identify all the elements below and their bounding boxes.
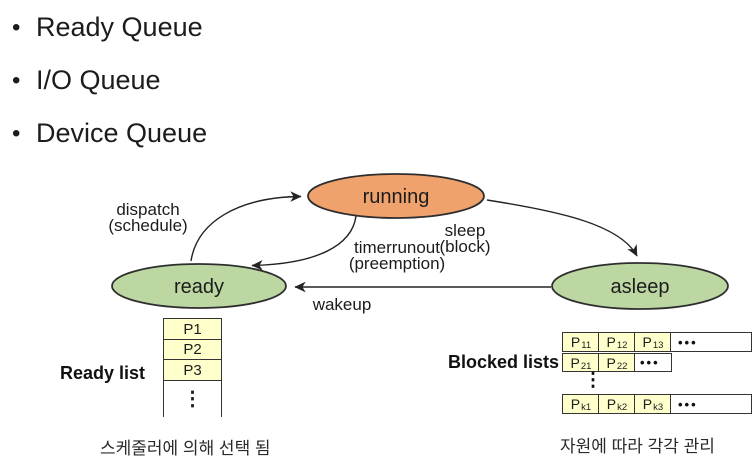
cell-sub: 11 — [581, 340, 592, 351]
cell-sub: k2 — [617, 402, 628, 413]
cell-p: P — [606, 396, 617, 412]
bullet-item-io-queue: • I/O Queue — [12, 54, 207, 107]
ready-list: P1 P2 P3 ⋮ — [163, 318, 222, 417]
bullet-item-device-queue: • Device Queue — [12, 107, 207, 160]
sleep-label: sleep (block) — [415, 221, 515, 256]
asleep-state-label: asleep — [611, 276, 670, 298]
blocked-lists-caption: 자원에 따라 각각 관리 — [560, 437, 715, 456]
sleep-label-line2: (block) — [439, 237, 491, 256]
ready-state-label: ready — [174, 276, 224, 298]
cell-sub: 13 — [652, 340, 664, 351]
running-state-label: running — [363, 186, 430, 208]
running-state — [307, 173, 485, 219]
cell-sub: k3 — [653, 402, 664, 413]
ready-list-cell-p3: P3 — [163, 359, 222, 382]
ready-list-cell-p1: P1 — [163, 318, 222, 340]
bullet-list: • Ready Queue • I/O Queue • Device Queue — [12, 1, 207, 160]
bullet-marker: • — [12, 119, 21, 147]
cell-p: P — [606, 334, 616, 350]
wakeup-label: wakeup — [292, 295, 392, 314]
blocked-row3-ellipsis: ••• — [678, 396, 698, 412]
dispatch-label: dispatch (schedule) — [88, 200, 208, 235]
timerrunout-label-line1: timerrunout — [354, 238, 440, 257]
cell-sub: k1 — [581, 402, 592, 413]
timerrunout-label-line2: (preemption) — [348, 254, 446, 273]
bullet-marker: • — [12, 66, 21, 94]
ready-list-caption: 스케줄러에 의해 선택 됨 — [100, 439, 271, 458]
cell-p: P — [606, 354, 616, 371]
sleep-arrow — [486, 199, 638, 257]
cell-p: P — [570, 396, 581, 412]
ready-state — [111, 263, 287, 309]
asleep-state — [551, 262, 729, 310]
ready-list-ellipsis: ⋮ — [163, 379, 222, 417]
bullet-item-ready-queue: • Ready Queue — [12, 1, 207, 54]
bullet-label: Device Queue — [36, 118, 208, 148]
wakeup-label-line1: wakeup — [312, 295, 372, 314]
cell-p: P — [570, 334, 581, 350]
cell-sub: 12 — [616, 340, 628, 351]
timerrunout-label: timerrunout (preemption) — [337, 238, 457, 273]
cell-sub: 22 — [616, 360, 628, 372]
bullet-marker: • — [12, 13, 21, 41]
cell-sub: 21 — [580, 360, 592, 372]
dispatch-label-line1: dispatch — [116, 200, 180, 219]
cell-p: P — [642, 396, 653, 412]
timerrunout-arrow — [251, 215, 357, 271]
sleep-label-line1: sleep — [444, 221, 486, 240]
bullet-label: Ready Queue — [36, 12, 203, 42]
dispatch-label-line2: (schedule) — [108, 216, 188, 235]
ready-list-title: Ready list — [60, 363, 146, 383]
blocked-lists-vertical-ellipsis: ⋮ — [583, 370, 603, 391]
cell-p: P — [570, 354, 580, 371]
blocked-row2-ellipsis: ••• — [640, 355, 660, 370]
ready-list-cell-p2: P2 — [163, 338, 222, 361]
blocked-lists-title: Blocked lists — [448, 352, 560, 372]
bullet-label: I/O Queue — [36, 65, 161, 95]
dispatch-arrow — [190, 191, 302, 262]
cell-p: P — [642, 334, 652, 350]
blocked-row1-ellipsis: ••• — [678, 334, 698, 350]
